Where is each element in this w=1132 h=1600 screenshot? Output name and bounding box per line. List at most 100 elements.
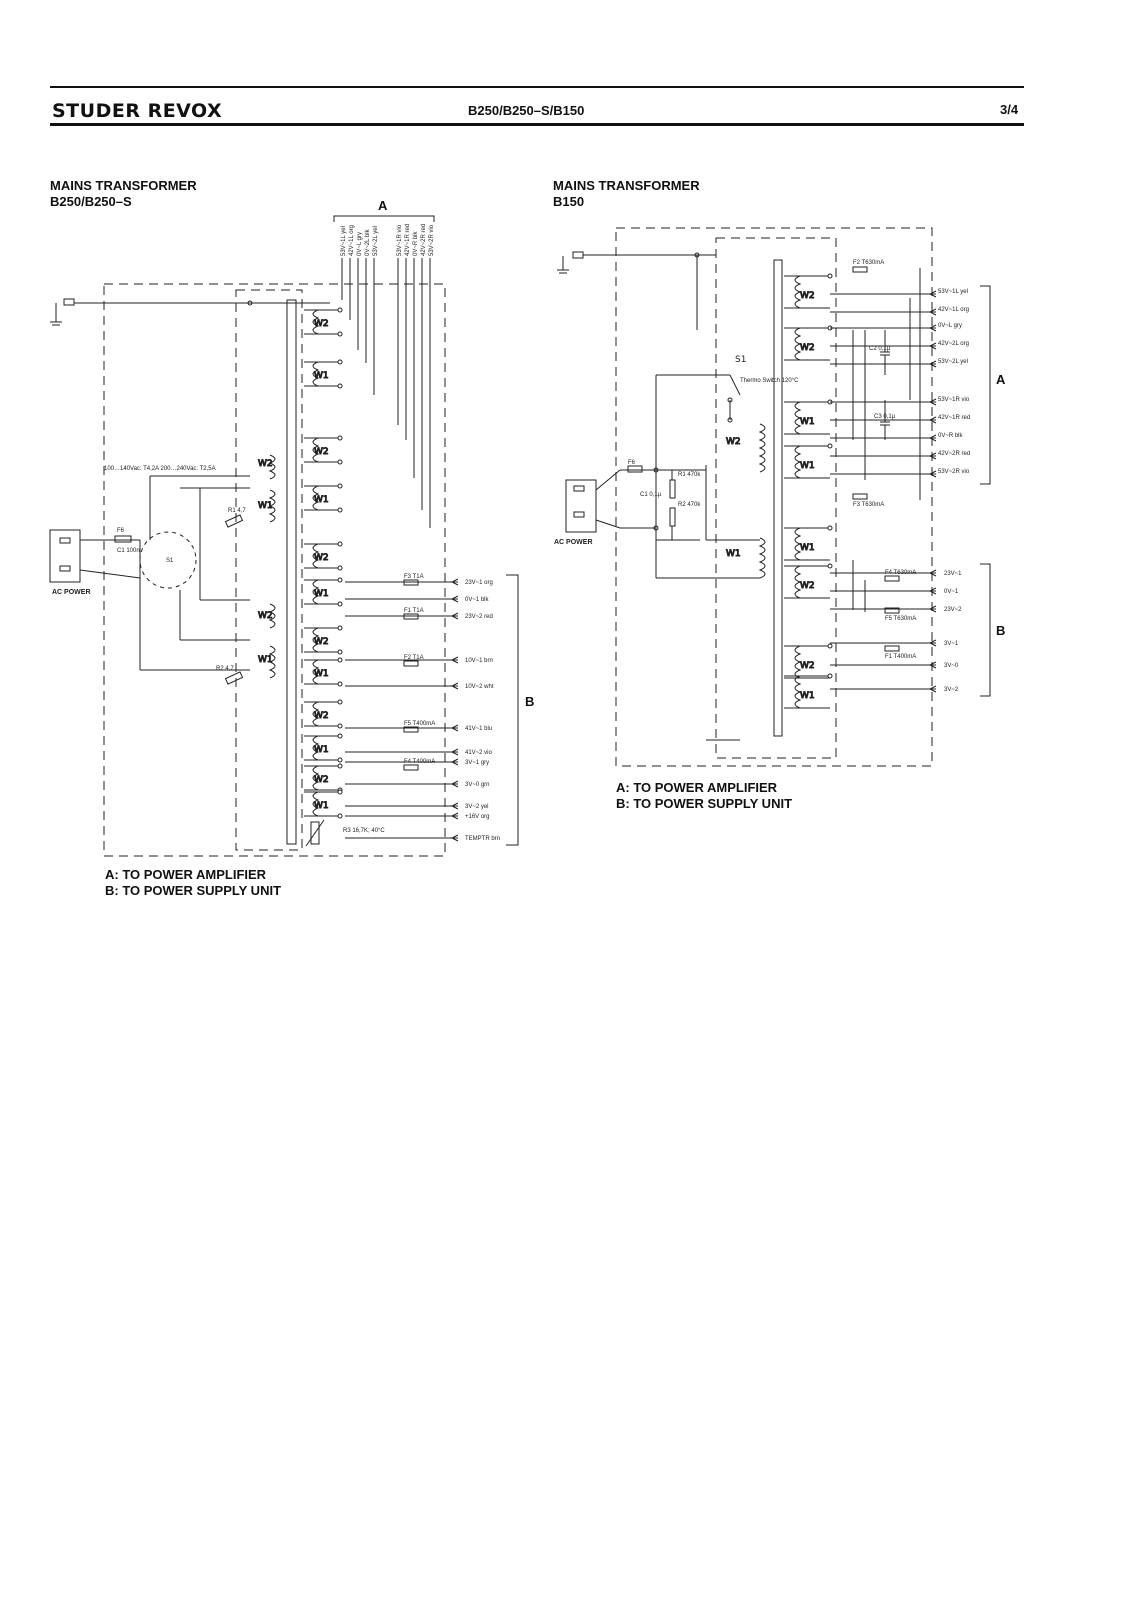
left-top-output-label: 53V~2L yel — [373, 226, 379, 256]
right-component-label: C1 0,1µ — [640, 492, 662, 498]
left-transformer-core — [286, 299, 297, 845]
right-a-output-label: 42V~2R red — [938, 451, 970, 457]
left-annotations: A B AC POWER 100…140Vac: T4,2A 200…240Va… — [52, 198, 534, 842]
right-secondary-coil — [794, 565, 802, 599]
left-coil-terminal — [337, 331, 343, 337]
right-a-output-label: 53V~1L yel — [938, 289, 968, 295]
left-b-connector — [450, 724, 459, 732]
left-coil-terminal — [337, 483, 343, 489]
left-winding-label: W2 — [314, 553, 329, 563]
left-primary-winding-label: W2 — [258, 459, 273, 469]
right-secondary-coil — [794, 327, 802, 361]
left-component-label: R3 16,7K; 40°C — [343, 828, 385, 834]
left-top-output-label: 0V~2L blk — [365, 228, 371, 256]
right-component-label: F5 T630mA — [885, 616, 916, 622]
right-a-connector — [928, 308, 937, 316]
right-switch-label: S1 — [735, 355, 746, 365]
right-b-output-label: 3V~1 — [944, 641, 959, 647]
left-primary-winding-label: W1 — [258, 655, 273, 665]
left-secondary-coil — [312, 765, 320, 791]
right-a-output-label: 42V~2L org — [938, 341, 969, 347]
right-bracket-a — [980, 285, 991, 485]
left-top-output-label: 42V~1R red — [405, 224, 411, 256]
right-b-connector — [928, 685, 937, 693]
right-winding-label: W1 — [800, 691, 815, 701]
right-thermo-switch — [729, 374, 741, 396]
right-coil-terminal — [827, 643, 833, 649]
right-a-connector — [928, 342, 937, 350]
left-title-line2: B250/B250–S — [50, 194, 132, 209]
right-coil-terminal — [827, 273, 833, 279]
left-coil-terminal — [337, 565, 343, 571]
left-top-output-label: 0V~R blk — [413, 230, 419, 256]
right-winding-label: W1 — [800, 417, 815, 427]
left-group-a-wires — [341, 258, 431, 528]
left-primary-winding-label: W1 — [258, 501, 273, 511]
left-fuse-label: F3 T1A — [404, 574, 424, 580]
left-coil-terminal — [337, 577, 343, 583]
left-component-label: R1 4,7 — [228, 508, 246, 514]
right-secondary-coil — [794, 275, 802, 309]
right-transformer-core — [773, 259, 783, 737]
right-b-output-label: 3V~2 — [944, 687, 959, 693]
left-fuse-label: F4 T400mA — [404, 759, 435, 765]
left-secondary-coil — [312, 791, 320, 817]
left-b-connector — [450, 682, 459, 690]
left-inner-enclosure — [235, 289, 303, 851]
left-title-line1: MAINS TRANSFORMER — [50, 178, 197, 193]
right-a-connector — [928, 398, 937, 406]
left-b-connector — [450, 595, 459, 603]
left-top-output-label: 0V~L gry — [357, 232, 363, 256]
right-group-b-label: B — [996, 623, 1005, 638]
left-ac-connector — [49, 529, 81, 583]
right-winding-label: W1 — [800, 461, 815, 471]
right-coil-terminal — [827, 673, 833, 679]
left-coil-terminal — [337, 625, 343, 631]
left-b-connector — [450, 834, 459, 842]
left-thermistor-r3 — [310, 821, 320, 845]
left-secondary-coil — [312, 309, 320, 335]
left-coil-terminal — [337, 435, 343, 441]
left-secondary-coil — [312, 437, 320, 463]
left-top-output-label: 42V~2R red — [421, 224, 427, 256]
left-footer-legend: A: TO POWER AMPLIFIER B: TO POWER SUPPLY… — [105, 867, 281, 899]
right-b-connector — [928, 569, 937, 577]
left-coil-terminal — [337, 763, 343, 769]
left-coil-terminal — [337, 307, 343, 313]
right-secondary-coil — [794, 527, 802, 561]
page-number: 3/4 — [1000, 102, 1019, 117]
left-coil-terminal — [337, 601, 343, 607]
right-winding-label: W1 — [800, 543, 815, 553]
right-component-label: F2 T630mA — [853, 260, 884, 266]
brand-logo: STUDER REVOX — [52, 100, 223, 122]
left-secondary-coil — [312, 543, 320, 569]
right-component-label: F4 T630mA — [885, 570, 916, 576]
right-inner-enclosure — [715, 237, 837, 759]
right-coil-terminal — [827, 525, 833, 531]
right-component-label: R2 470k — [678, 502, 701, 508]
right-winding-label: W2 — [800, 581, 815, 591]
left-bracket-a — [333, 215, 435, 222]
left-top-output-label: 53V~1L yel — [341, 226, 347, 256]
left-winding-label: W2 — [314, 637, 329, 647]
right-group-a-label: A — [996, 372, 1006, 387]
right-a-output-label: 42V~1L org — [938, 307, 969, 313]
left-winding-label: W1 — [314, 495, 329, 505]
right-coil-terminal — [827, 443, 833, 449]
left-secondary-coil — [312, 659, 320, 685]
left-secondary-coil — [312, 361, 320, 387]
left-b-output-label: 10V~1 brn — [465, 658, 493, 664]
right-a-output-label: 53V~2R vio — [938, 469, 970, 475]
left-coil-terminal — [337, 733, 343, 739]
left-fuse-label: F2 T1A — [404, 655, 424, 661]
right-footer-a: A: TO POWER AMPLIFIER — [616, 780, 778, 795]
right-diagram-title: MAINS TRANSFORMER B150 — [553, 178, 700, 210]
right-b-connector — [928, 605, 937, 613]
left-component-label: C1 100n — [117, 548, 140, 554]
right-title-line1: MAINS TRANSFORMER — [553, 178, 700, 193]
left-coil-terminal — [337, 359, 343, 365]
